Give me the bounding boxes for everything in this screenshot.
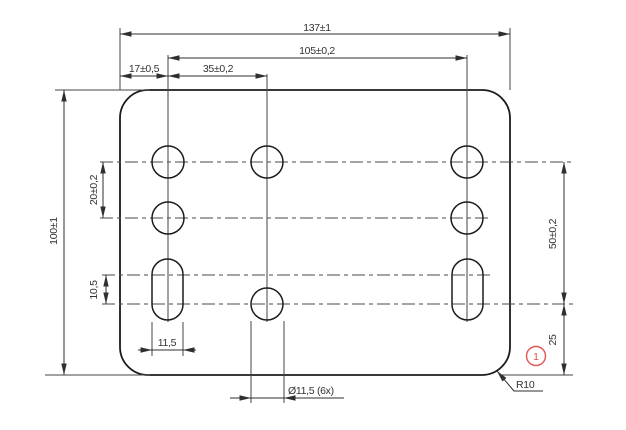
hole-circle-r1c3 xyxy=(450,145,484,179)
label-right-span: 50±0,2 xyxy=(547,218,559,249)
hole-circle-r1c1 xyxy=(151,145,185,179)
hole-circle-r1c2 xyxy=(250,145,284,179)
balloon-1: 1 xyxy=(525,345,547,367)
label-hole-span: 105±0,2 xyxy=(299,45,335,57)
label-row-pitch: 20±0,2 xyxy=(88,174,100,205)
centerlines xyxy=(100,161,573,305)
label-total-width: 137±1 xyxy=(303,22,331,34)
label-total-height: 100±1 xyxy=(48,217,60,245)
label-column-pitch: 35±0,2 xyxy=(203,63,234,75)
dimension-labels: 137±1 105±0,2 17±0,5 35±0,2 100±1 20±0,2… xyxy=(48,22,559,397)
extension-lines xyxy=(45,28,573,403)
label-slot-width: 11,5 xyxy=(158,337,177,349)
hole-circle-bottom-center xyxy=(250,287,284,321)
dimension-lines xyxy=(61,31,567,401)
balloon-circle xyxy=(525,345,547,367)
label-slot-pitch: 10,5 xyxy=(88,280,100,300)
label-edge-offset: 17±0,5 xyxy=(129,63,160,75)
slot-left xyxy=(151,258,184,321)
hole-circle-r2c1 xyxy=(151,201,185,235)
balloon-label: 1 xyxy=(533,351,539,363)
leader-corner-radius xyxy=(496,370,543,392)
label-corner-radius: R10 xyxy=(516,379,535,391)
label-bottom-offset: 25 xyxy=(547,334,559,346)
label-hole-callout: Ø11,5 (6x) xyxy=(288,385,334,397)
holes xyxy=(151,145,484,321)
hole-circle-r2c3 xyxy=(450,201,484,235)
plate-outline xyxy=(119,89,511,376)
slot-right xyxy=(451,258,484,321)
